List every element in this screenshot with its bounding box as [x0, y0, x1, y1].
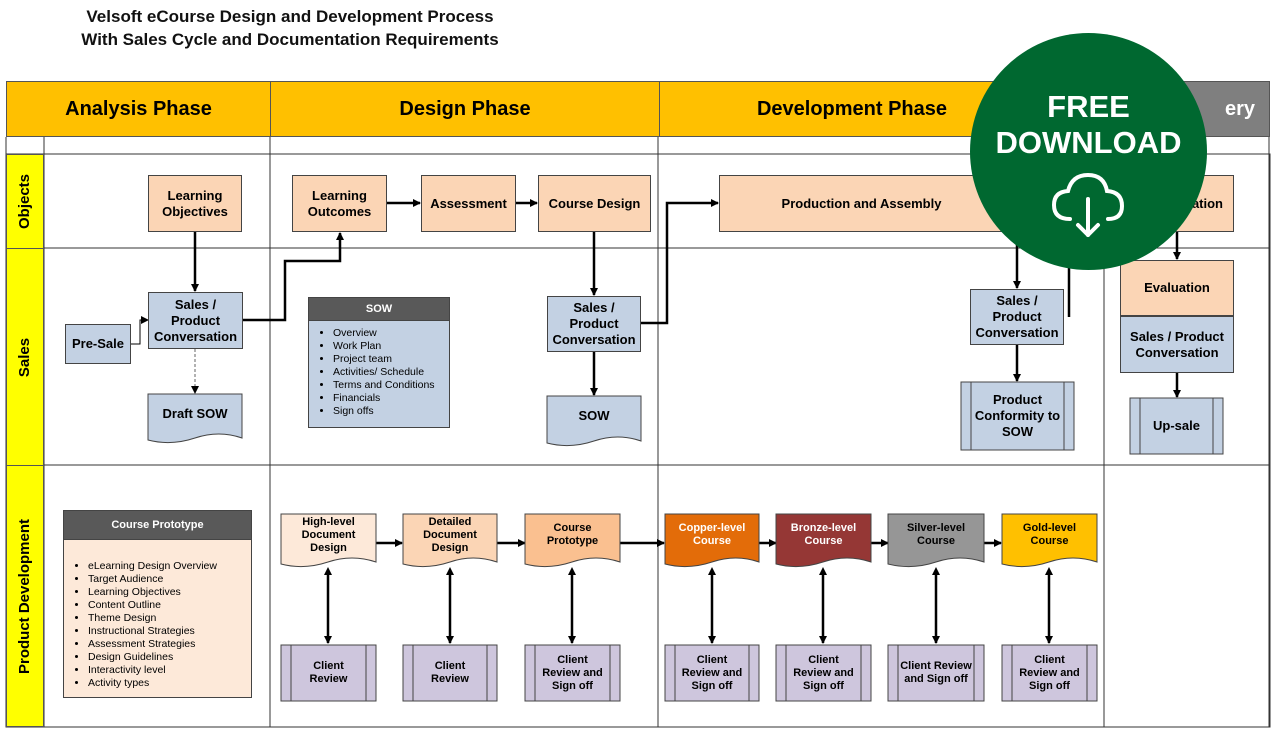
title-line-2: With Sales Cycle and Documentation Requi…: [81, 30, 499, 49]
client-review-box-2: Client Review: [431, 660, 469, 685]
phase-design: Design Phase: [270, 81, 660, 137]
list-item: Activities/ Schedule: [333, 366, 449, 379]
production-assembly-box: Production and Assembly: [719, 175, 1004, 232]
evaluation-box: Evaluation: [1120, 260, 1234, 316]
course-prototype-list-header: Course Prototype: [64, 511, 251, 540]
list-item: eLearning Design Overview: [88, 560, 251, 573]
lane-product-development: Product Development: [6, 465, 44, 727]
course-prototype-list-box: Course Prototype eLearning Design Overvi…: [63, 510, 252, 698]
sow-list: Overview Work Plan Project team Activiti…: [309, 327, 449, 418]
sales-conversation-box-1: Sales / Product Conversation: [148, 292, 243, 349]
list-item: Project team: [333, 353, 449, 366]
badge-line-2: DOWNLOAD: [995, 125, 1182, 160]
sow-list-box: SOW Overview Work Plan Project team Acti…: [308, 297, 450, 428]
course-design-box: Course Design: [538, 175, 651, 232]
list-item: Financials: [333, 392, 449, 405]
client-signoff-box-2: Client Review and Sign off: [681, 653, 743, 692]
diagram-title: Velsoft eCourse Design and Development P…: [30, 5, 550, 51]
up-sale-box: Up-sale: [1153, 418, 1200, 433]
client-review-box-1: Client Review: [309, 660, 348, 685]
bronze-level-course-doc: Bronze-level Course: [790, 522, 857, 547]
list-item: Interactivity level: [88, 664, 251, 677]
pre-sale-box: Pre-Sale: [65, 324, 131, 364]
lane-sales: Sales: [6, 248, 44, 466]
copper-level-course-doc: Copper-level Course: [678, 522, 746, 547]
list-item: Sign offs: [333, 405, 449, 418]
gold-level-course-doc: Gold-level Course: [1022, 522, 1077, 547]
list-item: Design Guidelines: [88, 651, 251, 664]
phase-analysis: Analysis Phase: [6, 81, 271, 137]
client-signoff-box-3: Client Review and Sign off: [793, 653, 854, 692]
course-prototype-doc: Course Prototype: [546, 522, 599, 547]
list-item: Instructional Strategies: [88, 625, 251, 638]
client-signoff-box-4: Client Review and Sign off: [900, 660, 972, 685]
detailed-design-doc: Detailed Document Design: [423, 515, 477, 554]
list-item: Content Outline: [88, 599, 251, 612]
list-item: Overview: [333, 327, 449, 340]
list-item: Work Plan: [333, 340, 449, 353]
list-item: Theme Design: [88, 612, 251, 625]
client-signoff-box-1: Client Review and Sign off: [542, 653, 603, 692]
sales-conversation-box-4: Sales / Product Conversation: [1120, 316, 1234, 373]
sales-conversation-box-2: Sales / Product Conversation: [547, 296, 641, 352]
title-line-1: Velsoft eCourse Design and Development P…: [86, 7, 494, 26]
list-item: Activity types: [88, 677, 251, 690]
sales-conversation-box-3: Sales / Product Conversation: [970, 289, 1064, 345]
sow-list-header: SOW: [309, 298, 449, 321]
free-download-badge[interactable]: FREE DOWNLOAD: [970, 33, 1207, 270]
list-item: Target Audience: [88, 573, 251, 586]
list-item: Learning Objectives: [88, 586, 251, 599]
product-conformity-box: Product Conformity to SOW: [974, 392, 1061, 439]
client-signoff-box-5: Client Review and Sign off: [1019, 653, 1080, 692]
high-level-design-doc: High-level Document Design: [301, 515, 356, 554]
lane-objects: Objects: [6, 154, 44, 249]
draft-sow-document: Draft SOW: [162, 406, 228, 421]
learning-outcomes-box: Learning Outcomes: [292, 175, 387, 232]
badge-line-1: FREE: [1047, 89, 1130, 124]
list-item: Terms and Conditions: [333, 379, 449, 392]
silver-level-course-doc: Silver-level Course: [906, 522, 966, 547]
list-item: Assessment Strategies: [88, 638, 251, 651]
course-prototype-list: eLearning Design Overview Target Audienc…: [64, 560, 251, 690]
sow-document: SOW: [578, 408, 610, 423]
cloud-download-icon: [1051, 172, 1125, 237]
learning-objectives-box: Learning Objectives: [148, 175, 242, 232]
assessment-box: Assessment: [421, 175, 516, 232]
